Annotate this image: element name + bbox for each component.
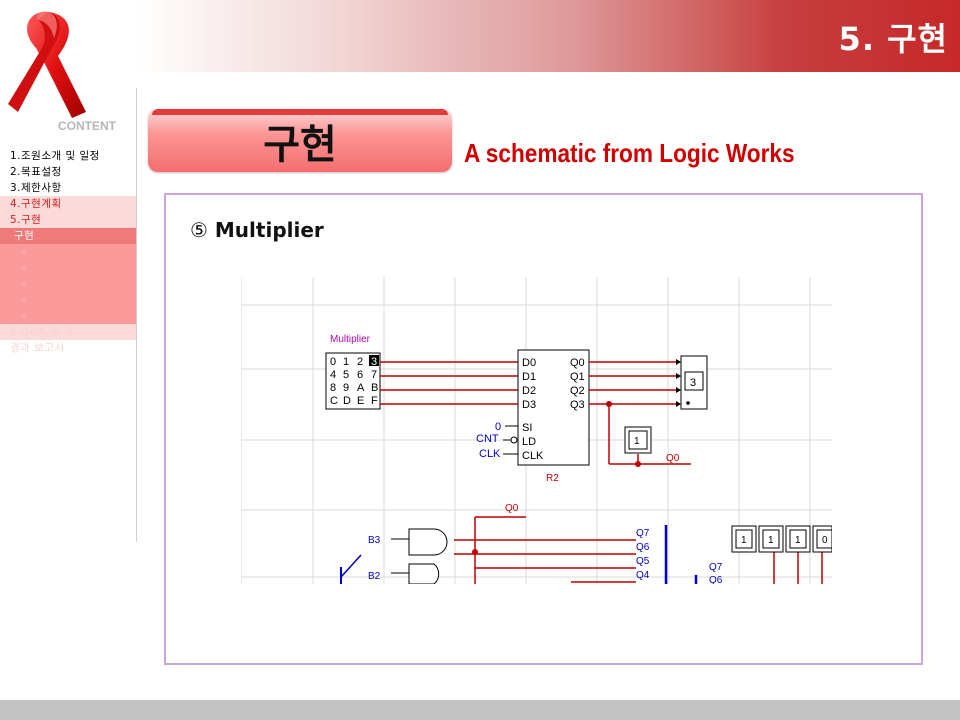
nav-item-goals[interactable]: 2.목표설정 xyxy=(0,164,136,180)
keypad-key: 9 xyxy=(343,382,349,394)
bus-label: Q4 xyxy=(636,570,650,581)
keypad-key: 6 xyxy=(357,369,363,381)
control-input-wires xyxy=(503,425,518,455)
bus-label: Q5 xyxy=(636,556,650,567)
probe-row xyxy=(731,525,832,553)
probe-row-value: 1 xyxy=(795,535,801,546)
q0-label: Q0 xyxy=(666,453,680,464)
keypad-wires xyxy=(380,361,518,405)
footer-bar xyxy=(0,700,960,720)
control-input-label: 0 xyxy=(495,421,501,433)
nav-item-current[interactable]: 구현 xyxy=(0,228,136,244)
nav-item-members[interactable]: 1.조원소개 및 일정 xyxy=(0,148,136,164)
keypad-key: 8 xyxy=(330,382,336,394)
control-input-label: CNT xyxy=(476,433,499,445)
slide-number: 5. 구현 xyxy=(838,20,948,58)
probe-row-value: 0 xyxy=(822,535,828,546)
keypad-key: 7 xyxy=(371,369,377,381)
keypad-key: 5 xyxy=(343,369,349,381)
title-box-accent xyxy=(152,109,448,115)
header-bar: 5. 구현 xyxy=(0,0,960,72)
nav-item-constraints[interactable]: 3.제한사항 xyxy=(0,180,136,196)
keypad-key: 4 xyxy=(330,369,336,381)
multiplier-schematic: Multiplier 0 1 2 3 4 5 6 7 8 9 A B C D E… xyxy=(241,277,832,584)
nav-item-plan[interactable]: 4.구현계획 xyxy=(0,196,136,212)
heading-text: Multiplier xyxy=(214,218,324,242)
hex-display-dot xyxy=(686,401,690,405)
schematic-label: Multiplier xyxy=(330,334,371,345)
nav-subitem[interactable]: - xyxy=(0,308,136,324)
register-input: D3 xyxy=(522,399,536,411)
keypad-key: E xyxy=(357,395,364,407)
register-control: CLK xyxy=(522,450,544,462)
keypad-key: A xyxy=(357,382,365,394)
nav-subitem[interactable]: - xyxy=(0,260,136,276)
register-control: LD xyxy=(522,436,536,448)
keypad-key: B xyxy=(371,382,378,394)
bus-label: Q7 xyxy=(636,528,650,539)
title-box: 구현 xyxy=(148,109,452,172)
heading-number: ⑤ xyxy=(190,218,208,242)
hex-display-value: 3 xyxy=(690,377,696,389)
bus-label: Q6 xyxy=(709,575,723,584)
control-input-label: CLK xyxy=(479,448,501,460)
inverter-bubble xyxy=(510,436,518,444)
keypad-key: D xyxy=(343,395,351,407)
section-heading: ⑤ Multiplier xyxy=(190,218,324,242)
keypad-key: 0 xyxy=(330,356,336,368)
nav-subitem[interactable]: - xyxy=(0,276,136,292)
wire-junction xyxy=(472,549,478,555)
probe-row-value: 1 xyxy=(741,535,747,546)
register-r2 xyxy=(517,349,590,466)
bus-line xyxy=(340,554,362,578)
gate-label: B3 xyxy=(368,535,381,546)
gate-label: B2 xyxy=(368,571,381,582)
probe-window xyxy=(628,430,648,450)
register-input: D1 xyxy=(522,371,536,383)
keypad-key: 2 xyxy=(357,356,363,368)
lower-wires xyxy=(454,516,823,584)
q0-label-top: Q0 xyxy=(505,503,519,514)
keypad-key: 1 xyxy=(343,356,349,368)
keypad-selected-key xyxy=(369,355,379,366)
register-output: Q2 xyxy=(570,385,585,397)
and-gate xyxy=(408,528,448,556)
register-control: SI xyxy=(522,422,532,434)
and-gates xyxy=(408,528,448,584)
register-output: Q3 xyxy=(570,399,585,411)
register-output-arrows xyxy=(676,359,681,407)
register-output: Q1 xyxy=(570,371,585,383)
register-output-wires xyxy=(589,361,691,465)
and-gate xyxy=(408,563,440,584)
sidebar-nav: 1.조원소개 및 일정 2.목표설정 3.제한사항 4.구현계획 5.구현 구현… xyxy=(0,148,136,356)
red-ribbon-logo xyxy=(8,11,86,118)
wire-junction xyxy=(606,401,612,407)
page-title: 구현 xyxy=(263,122,337,168)
keypad-keys: 0 1 2 3 4 5 6 7 8 9 A B C D E F xyxy=(330,356,378,407)
content-label: CONTENT xyxy=(58,119,116,133)
bus-label: Q6 xyxy=(636,542,650,553)
nav-subitem[interactable]: - xyxy=(0,292,136,308)
register-input: D2 xyxy=(522,385,536,397)
wire-junction xyxy=(635,461,641,467)
nav-item-qa[interactable]: 6.Q&A 및 결 xyxy=(0,324,136,340)
gate-input-wires xyxy=(391,538,409,574)
sidebar-divider xyxy=(136,88,137,542)
register-output: Q0 xyxy=(570,357,585,369)
register-input: D0 xyxy=(522,357,536,369)
keypad-key: C xyxy=(330,395,338,407)
nav-item-report[interactable]: 결과 보고서 xyxy=(0,340,136,356)
nav-subitem[interactable]: - xyxy=(0,244,136,260)
probe-value: 1 xyxy=(634,436,640,447)
nav-item-implementation[interactable]: 5.구현 xyxy=(0,212,136,228)
bus-label: Q7 xyxy=(709,562,723,573)
register-name: R2 xyxy=(546,473,559,484)
hex-display-window xyxy=(684,371,704,391)
page-subtitle: A schematic from Logic Works xyxy=(464,138,795,168)
keypad-key: F xyxy=(371,395,378,407)
probe-row-value: 1 xyxy=(768,535,774,546)
keypad-key: 3 xyxy=(371,356,377,368)
